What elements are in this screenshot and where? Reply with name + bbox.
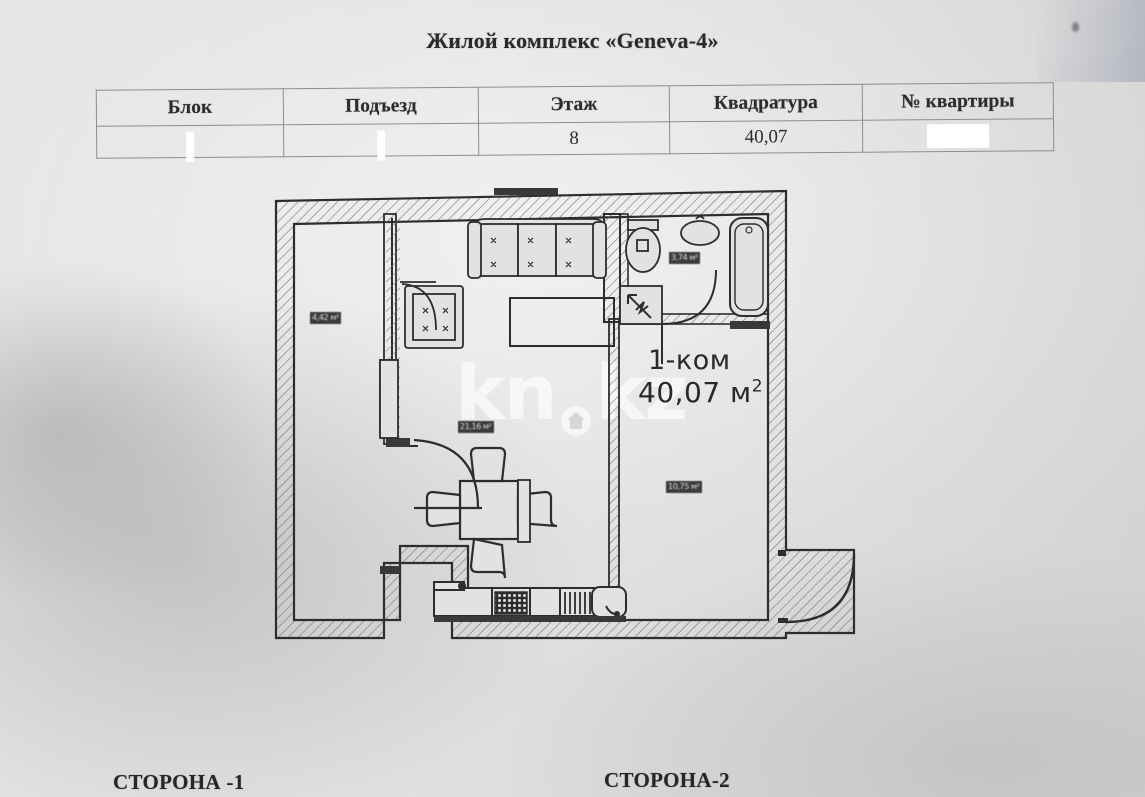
kitchen-sink [591, 586, 627, 618]
entrance-door [778, 550, 856, 624]
header-floor: Этаж [478, 85, 670, 124]
redaction-apartment-number [927, 123, 990, 148]
table-value-row: 8 40,07 [96, 118, 1054, 162]
paper-edge-shadow [1037, 0, 1145, 82]
value-block [96, 124, 284, 162]
floor-plan-drawing [274, 188, 856, 640]
living-room-area-tag: 10,75 м² [666, 481, 702, 493]
room-type-label: 1-ком [648, 345, 731, 376]
bathroom-sink [680, 215, 720, 246]
wall-openings [380, 188, 558, 574]
stove [494, 591, 528, 615]
washing-machine [619, 285, 663, 325]
floor-plan: 4,42 м² 3,74 м² 21,16 м² 10,75 м² [262, 178, 882, 668]
header-entrance: Подъезд [283, 87, 479, 125]
paper-speck [1072, 22, 1079, 32]
value-entrance [283, 123, 479, 161]
redaction-entrance [377, 129, 386, 161]
room-area-label: 40,07 м2 [638, 376, 763, 409]
wall-column [379, 359, 399, 439]
header-apartment-number: № квартиры [862, 82, 1054, 121]
hall-kitchen-area-tag: 21,16 м² [458, 421, 494, 433]
dining-table [458, 479, 520, 541]
interior-door-swing-upper [400, 281, 437, 331]
header-area: Квадратура [669, 84, 863, 122]
wall-structure [274, 189, 856, 640]
page-title: Жилой комплекс «Geneva-4» [426, 28, 719, 53]
drying-rack [564, 592, 591, 614]
side-label-2: СТОРОНА-2 [604, 768, 730, 792]
value-floor: 8 [478, 121, 670, 156]
room-area-exponent: 2 [751, 376, 764, 397]
coffee-table [509, 297, 615, 347]
side-label-1: СТОРОНА -1 [113, 770, 245, 794]
value-apartment-number [862, 118, 1054, 153]
kitchen-counter-base [434, 616, 626, 622]
bathtub [729, 217, 769, 317]
balcony-area-tag: 4,42 м² [310, 312, 341, 324]
room-threshold [730, 321, 770, 329]
sofa [467, 218, 607, 279]
value-area: 40,07 [669, 120, 863, 154]
armchair [404, 285, 464, 349]
apartment-info-table: Блок Подъезд Этаж Квадратура № квартиры … [96, 82, 1055, 162]
interior-door-hall [413, 438, 531, 543]
redaction-block [186, 131, 195, 162]
toilet [625, 219, 661, 273]
room-area-value: 40,07 м [638, 376, 752, 409]
bathroom-door [661, 269, 717, 364]
header-block: Блок [96, 88, 284, 127]
bathroom-area-tag: 3,74 м² [669, 252, 700, 264]
